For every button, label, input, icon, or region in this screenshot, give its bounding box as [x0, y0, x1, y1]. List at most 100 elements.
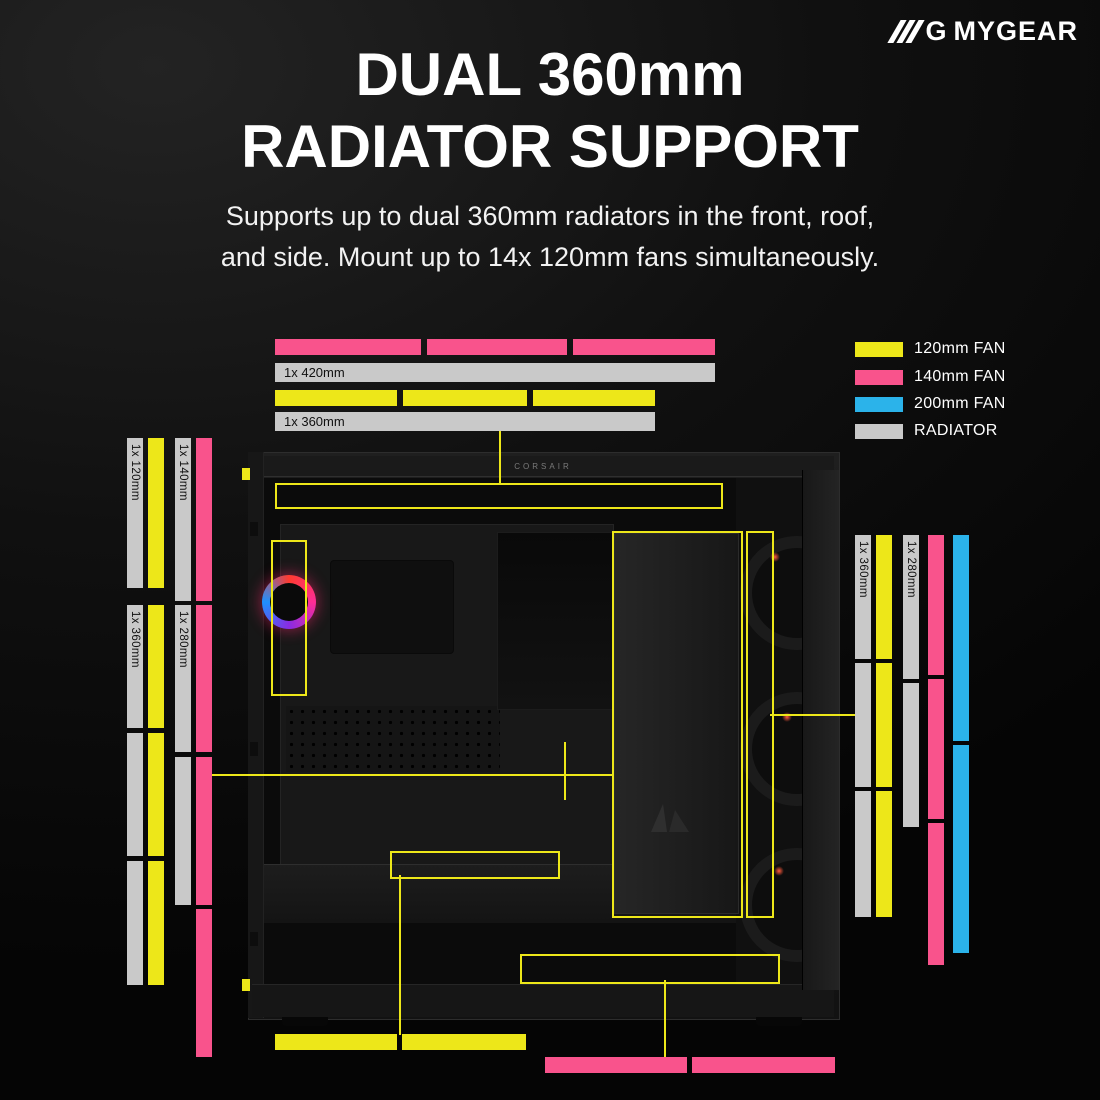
cooler-block [497, 532, 613, 710]
right-120mm-fan-bar-seg [876, 535, 892, 659]
left-120mm-radiator-bar: 1x 120mm [127, 438, 143, 588]
left-120mm-fan-bar-seg [148, 861, 164, 985]
legend-label-120mm: 120mm FAN [914, 340, 1006, 357]
rear-rail-tab [250, 522, 258, 536]
right-280mm-radiator-bar-seg [903, 683, 919, 827]
top-140mm-fan-bar-seg [275, 339, 421, 355]
top-420mm-radiator-label: 1x 420mm [284, 365, 345, 380]
left-280mm-radiator-bar-seg: 1x 280mm [175, 605, 191, 752]
top-140mm-fan-bar-seg [427, 339, 567, 355]
fan-rgb-glint [782, 712, 792, 722]
bottom-120mm-fan-bar-seg [275, 1034, 397, 1050]
top-360mm-radiator-label: 1x 360mm [284, 414, 345, 429]
side-mount-highlight [612, 531, 743, 918]
right-360mm-radiator-bar-seg [855, 791, 871, 917]
top-140mm-fan-bar-seg [573, 339, 715, 355]
connector-right [770, 714, 855, 716]
top-120mm-fan-bar-seg [533, 390, 655, 406]
right-360mm-radiator-bar-seg [855, 663, 871, 787]
page-subtitle: Supports up to dual 360mm radiators in t… [0, 196, 1100, 278]
left-280mm-radiator-bar-seg [175, 757, 191, 905]
fan-rgb-glint [770, 552, 780, 562]
left-140mm-fan-bar-seg [196, 909, 212, 1057]
legend-label-200mm: 200mm FAN [914, 395, 1006, 412]
legend-swatch-200mm [855, 396, 903, 412]
connector-middle [564, 742, 566, 800]
rear-rail-tab [250, 932, 258, 946]
left-140mm-radiator-bar: 1x 140mm [175, 438, 191, 601]
case-top-rail: CORSAIR [252, 456, 834, 477]
fan-rgb-glint [774, 866, 784, 876]
bottom-140mm-fan-bar-seg [692, 1057, 835, 1073]
left-120mm-fan-bar [148, 438, 164, 588]
yellow-accent-mark [242, 979, 250, 991]
case-front-panel [802, 470, 839, 990]
page-title-line1: DUAL 360mm [355, 41, 745, 108]
top-120mm-fan-bar-seg [275, 390, 397, 406]
left-120mm-fan-bar-seg [148, 733, 164, 856]
case-bottom-rail [252, 984, 834, 1017]
case-foot [756, 1016, 802, 1026]
corsair-sails-logo [651, 804, 689, 832]
right-120mm-fan-bar-seg [876, 791, 892, 917]
legend-label-140mm: 140mm FAN [914, 368, 1006, 385]
legend-item-radiator: RADIATOR [855, 422, 998, 440]
bottom-140mm-fan-bar-seg [545, 1057, 687, 1073]
legend-label-radiator: RADIATOR [914, 422, 998, 439]
psu-shroud-mount-highlight [390, 851, 560, 879]
right-140mm-fan-bar-seg [928, 679, 944, 819]
yellow-accent-mark [242, 468, 250, 480]
right-360mm-radiator-label: 1x 360mm [857, 541, 869, 598]
connector-top [499, 431, 501, 483]
left-120mm-radiator-label: 1x 120mm [129, 444, 141, 501]
brand-name: MYGEAR [953, 16, 1078, 46]
bottom-120mm-fan-bar-seg [402, 1034, 526, 1050]
left-280mm-radiator-label: 1x 280mm [177, 611, 189, 668]
right-140mm-fan-bar-seg [928, 535, 944, 675]
right-280mm-radiator-label: 1x 280mm [905, 541, 917, 598]
left-360mm-radiator-bar-seg [127, 733, 143, 856]
right-200mm-fan-bar-seg [953, 535, 969, 741]
left-140mm-fan-bar-seg [196, 757, 212, 905]
case-rear-rail [248, 452, 264, 1018]
legend-item-140mm-fan: 140mm FAN [855, 368, 1006, 386]
right-360mm-radiator-bar-seg: 1x 360mm [855, 535, 871, 659]
left-120mm-fan-bar-seg [148, 605, 164, 728]
top-360mm-radiator-bar: 1x 360mm [275, 412, 655, 431]
connector-bottom-left [399, 875, 401, 1035]
rear-fan-mount-highlight [271, 540, 307, 696]
subtitle-line2: and side. Mount up to 14x 120mm fans sim… [220, 242, 880, 272]
brand-logo-letter: G [925, 16, 947, 46]
perforated-panel [286, 706, 500, 772]
top-420mm-radiator-bar: 1x 420mm [275, 363, 715, 382]
subtitle-line1: Supports up to dual 360mm radiators in t… [225, 201, 875, 231]
legend-item-200mm-fan: 200mm FAN [855, 395, 1006, 413]
left-360mm-radiator-label: 1x 360mm [129, 611, 141, 668]
legend-swatch-120mm [855, 341, 903, 357]
rear-rail-tab [250, 742, 258, 756]
right-140mm-fan-bar-seg [928, 823, 944, 965]
connector-left [212, 774, 614, 776]
legend-swatch-radiator [855, 423, 903, 439]
left-140mm-radiator-label: 1x 140mm [177, 444, 189, 501]
side-mount-bracket [614, 533, 739, 914]
brand-logo: G MYGEAR [887, 16, 1078, 46]
case-foot [282, 1016, 328, 1026]
right-200mm-fan-bar-seg [953, 745, 969, 953]
right-280mm-radiator-bar-seg: 1x 280mm [903, 535, 919, 679]
legend-swatch-140mm [855, 369, 903, 385]
connector-bottom-right [664, 980, 666, 1058]
left-360mm-radiator-bar-seg: 1x 360mm [127, 605, 143, 728]
case-brand-label: CORSAIR [514, 461, 572, 471]
left-140mm-fan-bar [196, 438, 212, 601]
cpu-cutout [330, 560, 454, 654]
right-120mm-fan-bar-seg [876, 663, 892, 787]
legend-item-120mm-fan: 120mm FAN [855, 340, 1006, 358]
left-360mm-radiator-bar-seg [127, 861, 143, 985]
fan-hub [270, 583, 308, 621]
left-140mm-fan-bar-seg [196, 605, 212, 752]
front-mount-highlight [746, 531, 774, 918]
roof-mount-highlight [275, 483, 723, 509]
top-120mm-fan-bar-seg [403, 390, 527, 406]
